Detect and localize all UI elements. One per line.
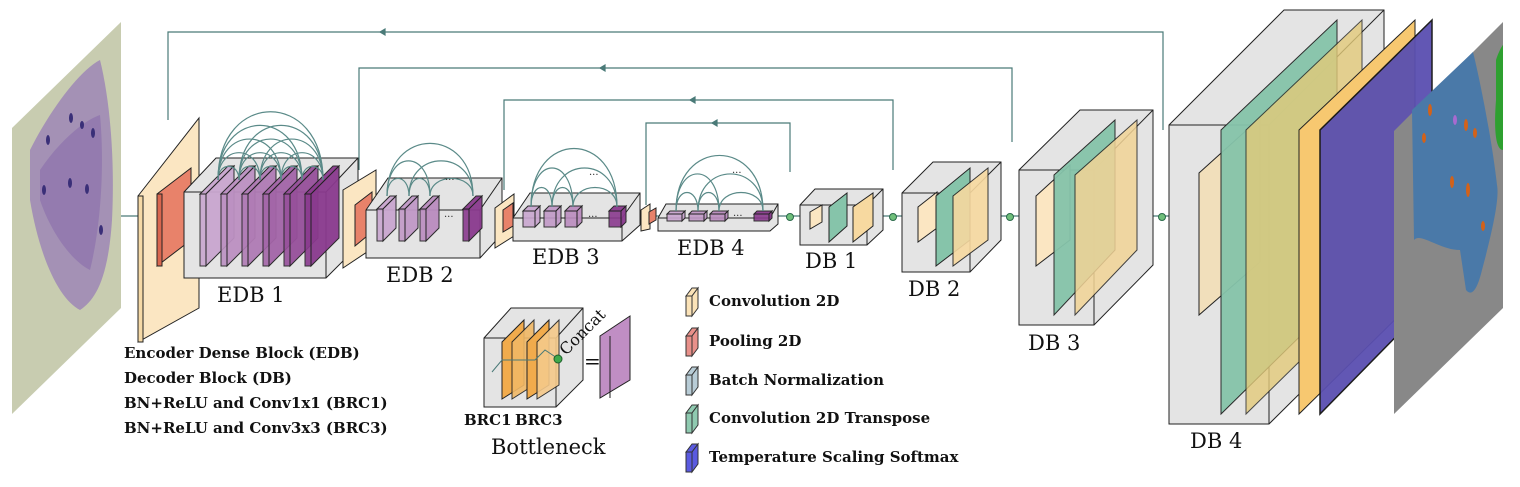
layer-swatch-icon	[685, 442, 699, 474]
legend-item: Convolution 2D	[685, 286, 839, 318]
concat-node-2	[889, 213, 897, 221]
edb2-ellipsis: ···	[445, 175, 455, 186]
abbreviation-legend: Encoder Dense Block (EDB) Decoder Block …	[124, 344, 388, 437]
edb-4: ··· ···	[657, 154, 779, 232]
dense-connection-arc	[301, 165, 324, 181]
db1-label: DB 1	[805, 249, 857, 273]
layer-legend: Convolution 2D Pooling 2D Batch Normalizat…	[685, 286, 960, 474]
brc3-label: BRC3	[515, 411, 563, 429]
edb3-ellipsis-2: ···	[588, 212, 598, 223]
dense-connection-arc	[408, 160, 474, 197]
concat-node-4	[1158, 213, 1166, 221]
edb4-ellipsis-2: ···	[733, 211, 743, 222]
abbrev-edb: Encoder Dense Block (EDB)	[124, 344, 360, 362]
layer-swatch-icon	[685, 286, 699, 318]
layer-swatch-icon	[685, 365, 699, 397]
db-3	[1018, 109, 1154, 326]
edb3-dense-layer	[542, 204, 563, 229]
dense-connection-arc	[259, 138, 324, 181]
bottleneck-detail: Concat = BRC1 BRC3 Bottleneck	[464, 305, 631, 459]
edb-2: ··· ···	[365, 142, 503, 259]
dense-connection-arc	[238, 152, 282, 181]
dense-connection-arc	[238, 138, 303, 181]
dense-connection-arc	[551, 167, 618, 208]
bottleneck-concat-node	[553, 354, 563, 364]
legend-label: Convolution 2D Transpose	[709, 409, 930, 427]
db-1	[799, 188, 884, 246]
dense-connection-arc	[675, 154, 764, 212]
edb4-label: EDB 4	[677, 236, 745, 260]
edb3-dense-layer	[521, 204, 542, 229]
dense-connection-arc	[718, 191, 764, 212]
dense-connection-arc	[217, 138, 282, 181]
edb3-dense-layer	[607, 204, 628, 229]
skip-connections	[167, 27, 1164, 205]
edb2-dense-layer	[461, 194, 484, 243]
equals-sign: =	[584, 349, 601, 373]
output-segmentation-map	[1394, 22, 1503, 414]
legend-item: Temperature Scaling Softmax	[685, 442, 960, 474]
edb2-dense-layer	[418, 194, 441, 243]
input-pool-layer	[156, 166, 192, 268]
edb1-label: EDB 1	[217, 283, 285, 307]
edb1-dense-layer	[303, 164, 341, 268]
concat-node-3	[1006, 213, 1014, 221]
edb3-dense-layer	[563, 204, 584, 229]
layer-swatch-icon	[685, 403, 699, 435]
dense-connection-arc	[217, 124, 303, 181]
edb4-ellipsis: ···	[732, 168, 742, 179]
dense-connection-arc	[530, 147, 618, 208]
skip-connection-2	[358, 67, 1013, 170]
db3-label: DB 3	[1028, 331, 1080, 355]
legend-item: Pooling 2D	[685, 326, 801, 358]
abbrev-brc1: BN+ReLU and Conv1x1 (BRC1)	[124, 394, 388, 412]
skip-connection-3	[503, 99, 894, 190]
bottleneck-title: Bottleneck	[491, 435, 606, 459]
dense-connection-arc	[280, 152, 324, 181]
db-4	[1168, 9, 1433, 425]
legend-label: Temperature Scaling Softmax	[709, 448, 960, 466]
db4-label: DB 4	[1190, 429, 1242, 453]
edb3-label: EDB 3	[532, 245, 600, 269]
input-image	[12, 22, 121, 414]
dense-connection-arc	[697, 173, 764, 212]
edb2-ellipsis-2: ···	[444, 212, 454, 223]
edb-1	[183, 111, 359, 279]
skip-connection-4	[645, 122, 791, 205]
db-2	[901, 161, 1002, 273]
abbrev-db: Decoder Block (DB)	[124, 369, 292, 387]
edb4-dense-layer	[708, 209, 730, 223]
legend-item: Batch Normalization	[685, 365, 884, 397]
legend-item: Convolution 2D Transpose	[685, 403, 930, 435]
legend-label: Batch Normalization	[709, 371, 884, 389]
dense-connection-arc	[572, 186, 618, 208]
edb4-dense-layer	[687, 209, 709, 223]
dense-connection-arc	[217, 152, 261, 181]
edb2-label: EDB 2	[386, 263, 454, 287]
edb4-dense-layer	[752, 209, 774, 223]
edb-3: ··· ···	[512, 147, 641, 242]
concat-nodes	[786, 213, 1166, 221]
edb2-dense-layer	[397, 194, 420, 243]
legend-label: Convolution 2D	[709, 292, 839, 310]
edb2-dense-layer	[375, 194, 398, 243]
concat-node-1	[786, 213, 794, 221]
skip-connection-1	[167, 31, 1164, 130]
legend-label: Pooling 2D	[709, 332, 801, 350]
dense-connection-arc	[386, 142, 474, 197]
edb4-dense-layer	[665, 209, 687, 223]
dense-connection-arc	[259, 152, 303, 181]
dense-connection-arc	[429, 177, 474, 197]
layer-swatch-icon	[685, 326, 699, 358]
edb3-ellipsis: ···	[589, 170, 599, 181]
brc1-label: BRC1	[464, 411, 512, 429]
dense-connection-arc	[238, 124, 324, 181]
db2-label: DB 2	[908, 277, 960, 301]
transition-3	[640, 203, 657, 232]
abbrev-brc3: BN+ReLU and Conv3x3 (BRC3)	[124, 419, 388, 437]
dense-connection-arc	[217, 111, 324, 181]
